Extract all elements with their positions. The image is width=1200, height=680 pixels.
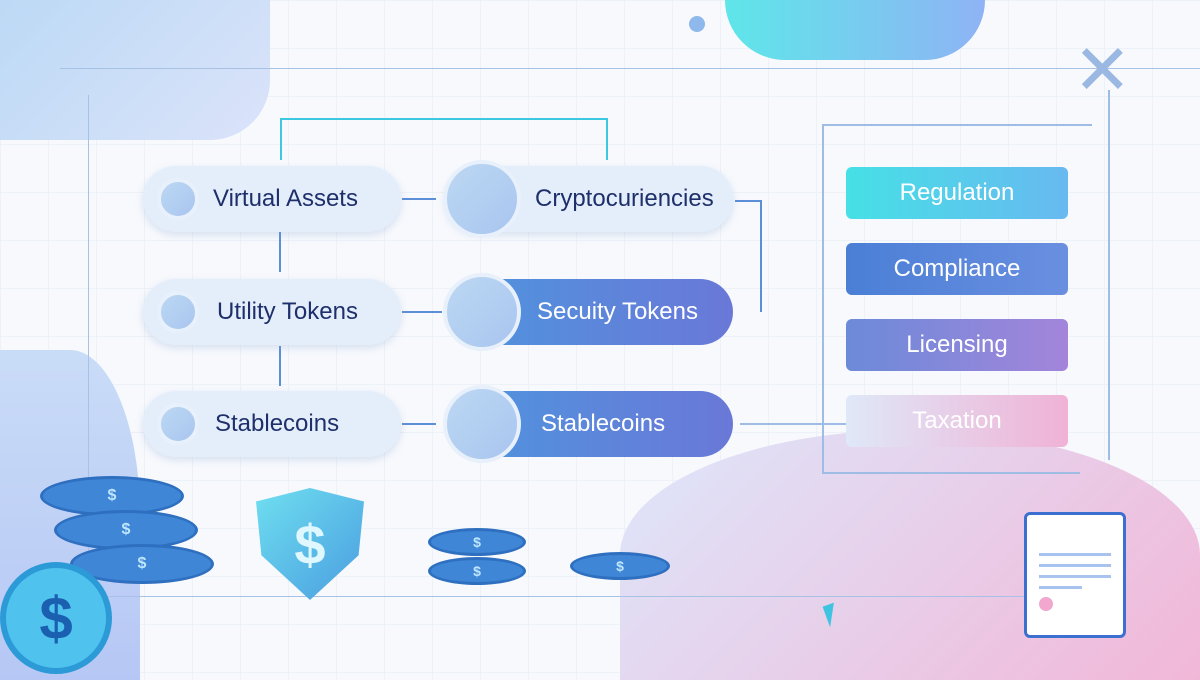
arrow-row2 <box>402 311 442 313</box>
top-loop <box>280 118 608 120</box>
left-rule <box>88 95 89 595</box>
big-dollar-coin: $ <box>0 562 112 674</box>
node-label: Secuity Tokens <box>537 298 698 325</box>
arrow-row3 <box>402 423 436 425</box>
top-loop-left <box>280 118 282 160</box>
document-icon <box>1024 512 1126 638</box>
coin-icon <box>443 385 521 463</box>
node-utility-tokens[interactable]: Utility Tokens <box>143 279 401 345</box>
reg-right <box>1108 90 1110 460</box>
reg-taxation[interactable]: Taxation <box>846 395 1068 447</box>
node-stablecoins-left[interactable]: Stablecoins <box>143 391 401 457</box>
node-label: Cryptocuriencies <box>535 185 714 212</box>
wave-icon <box>443 160 521 238</box>
node-icon <box>157 403 199 445</box>
reg-top <box>822 124 1092 126</box>
coin-stack-middle: $ <box>428 528 526 556</box>
chart-wave-icon <box>443 273 521 351</box>
reg-bracket <box>822 124 824 474</box>
coin-stack-middle-2: $ <box>428 557 526 585</box>
right-connector-v <box>760 200 762 312</box>
node-label: Utility Tokens <box>217 298 358 325</box>
down-arrow-1 <box>279 232 281 272</box>
top-loop-right <box>606 118 608 160</box>
top-rule <box>60 68 1200 69</box>
node-label: Stablecoins <box>215 410 340 437</box>
node-virtual-assets[interactable]: Virtual Assets <box>143 166 401 232</box>
bg-blob-top-left <box>0 0 270 140</box>
reg-licensing[interactable]: Licensing <box>846 319 1068 371</box>
down-arrow-2 <box>279 346 281 386</box>
coin-single: $ <box>570 552 670 580</box>
node-icon <box>157 178 199 220</box>
reg-regulation[interactable]: Regulation <box>846 167 1068 219</box>
node-label: Virtual Assets <box>213 185 358 212</box>
node-label: Stablecoins <box>541 410 666 437</box>
coin-stack-left-2: $ <box>54 510 198 550</box>
dot <box>689 16 705 32</box>
right-connector <box>735 200 761 202</box>
close-cross-icon: ✕ <box>1073 31 1132 109</box>
bottom-rule <box>90 596 1030 597</box>
arrow-row1 <box>402 198 436 200</box>
token-icon <box>157 291 199 333</box>
tax-connector <box>740 423 846 425</box>
reg-compliance[interactable]: Compliance <box>846 243 1068 295</box>
reg-bottom <box>822 472 1080 474</box>
bg-blob-top <box>725 0 985 60</box>
